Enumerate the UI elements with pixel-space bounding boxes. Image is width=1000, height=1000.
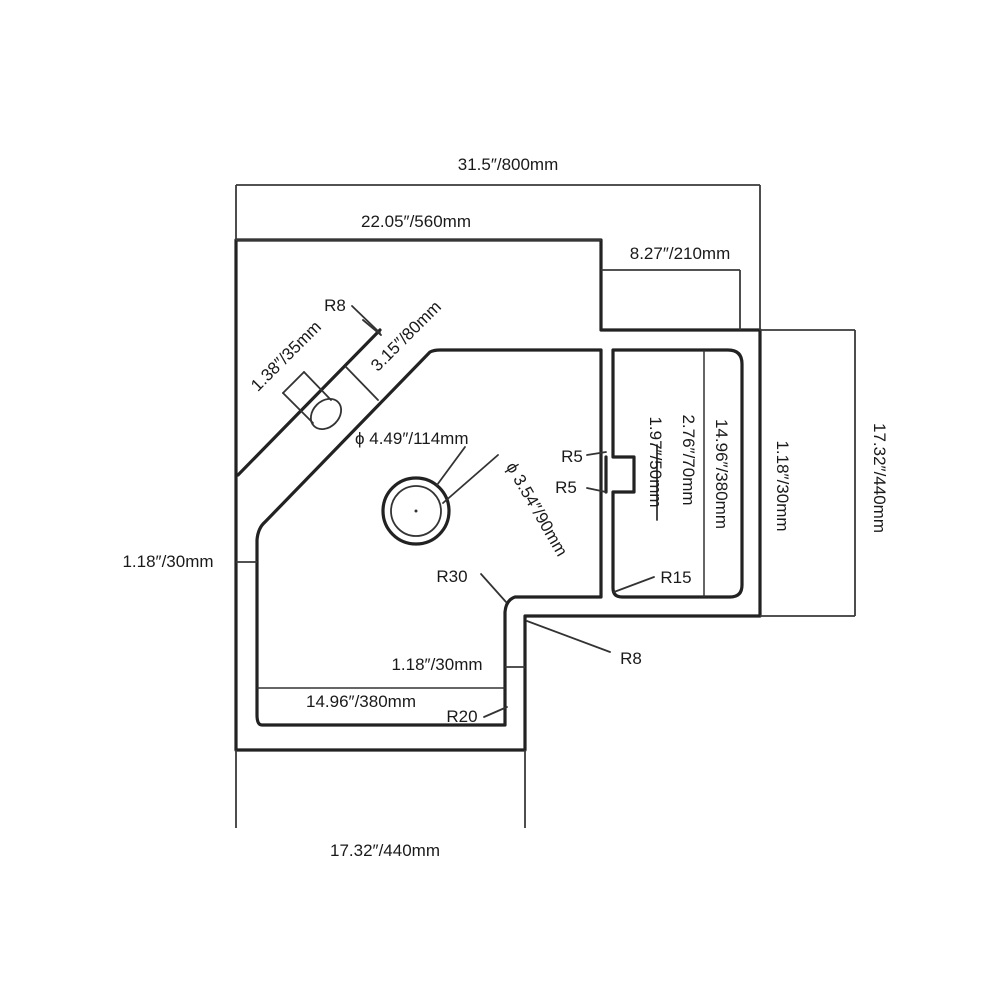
label-r20: R20: [446, 707, 477, 726]
label-drainboard-width: 8.27″/210mm: [630, 244, 731, 263]
leader-r15: [613, 576, 655, 593]
label-notch-width: 1.97″/50mm: [646, 416, 665, 507]
label-rim-left: 1.18″/30mm: [122, 552, 213, 571]
label-overall-width: 31.5″/800mm: [458, 155, 559, 174]
label-r15: R15: [660, 568, 691, 587]
label-r5-b: R5: [555, 478, 577, 497]
basin-outline: [255, 348, 603, 727]
label-bottom-depth: 17.32″/440mm: [330, 841, 440, 860]
faucet-deck-edge: [236, 328, 382, 477]
leader-r20: [483, 706, 508, 718]
faucet-hole: [282, 371, 343, 431]
label-r5-a: R5: [561, 447, 583, 466]
label-main-width: 22.05″/560mm: [361, 212, 471, 231]
leader-r8-top: [351, 305, 381, 334]
leader-r30: [480, 573, 507, 603]
label-faucet-hole: 1.38″/35mm: [247, 317, 325, 395]
label-rim-right: 1.18″/30mm: [773, 440, 792, 531]
label-rim-bottom: 1.18″/30mm: [391, 655, 482, 674]
leader-drain-inner: [442, 454, 499, 504]
faucet-offset-line-b: [362, 319, 382, 336]
label-groove-bottom: 14.96″/380mm: [306, 692, 416, 711]
label-drain-outer: ϕ 4.49″/114mm: [355, 429, 469, 448]
leader-r8-bottom: [526, 620, 611, 653]
drainboard-outline: [611, 348, 744, 599]
label-groove-right: 14.96″/380mm: [712, 419, 731, 529]
drain: [381, 476, 451, 546]
faucet-offset-line-a: [345, 366, 379, 401]
label-r8-bottom: R8: [620, 649, 642, 668]
leader-r5-a: [586, 451, 607, 456]
leader-r5-b: [586, 487, 607, 493]
label-drain-inner: ϕ 3.54″/90mm: [502, 459, 571, 560]
leader-drain-outer: [436, 446, 466, 486]
label-overall-depth: 17.32″/440mm: [870, 423, 889, 533]
label-r8-top: R8: [324, 296, 346, 315]
label-faucet-offset: 3.15″/80mm: [367, 297, 445, 375]
label-r30: R30: [436, 567, 467, 586]
label-notch-depth: 2.76″/70mm: [679, 414, 698, 505]
